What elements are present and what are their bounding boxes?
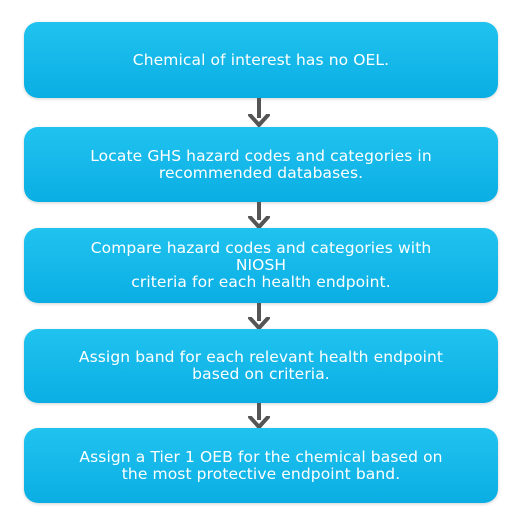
arrow-head-icon (248, 416, 270, 429)
step-5-text: Assign a Tier 1 OEB for the chemical bas… (79, 447, 443, 483)
step-3-text: Compare hazard codes and categories with… (90, 239, 432, 291)
step-box-4: Assign band for each relevant health end… (24, 329, 498, 403)
step-box-2: Locate GHS hazard codes and categories i… (24, 127, 498, 202)
step-1-text: Chemical of interest has no OEL. (132, 50, 390, 69)
arrow-head-icon (248, 216, 270, 229)
arrow-shaft (257, 98, 261, 118)
step-4-text: Assign band for each relevant health end… (78, 348, 444, 383)
arrow-shaft (257, 403, 261, 420)
arrow-head-icon (248, 317, 270, 330)
arrow-4-to-5 (248, 403, 270, 429)
step-2-text: Locate GHS hazard codes and categories i… (90, 146, 432, 182)
step-box-5: Assign a Tier 1 OEB for the chemical bas… (24, 428, 498, 503)
step-box-1: Chemical of interest has no OEL. (24, 22, 498, 98)
arrow-shaft (257, 303, 261, 321)
arrow-1-to-2 (248, 98, 270, 127)
arrow-2-to-3 (248, 202, 270, 229)
step-box-3: Compare hazard codes and categories with… (24, 228, 498, 303)
arrow-3-to-4 (248, 303, 270, 330)
arrow-head-icon (248, 114, 270, 127)
arrow-shaft (257, 202, 261, 220)
